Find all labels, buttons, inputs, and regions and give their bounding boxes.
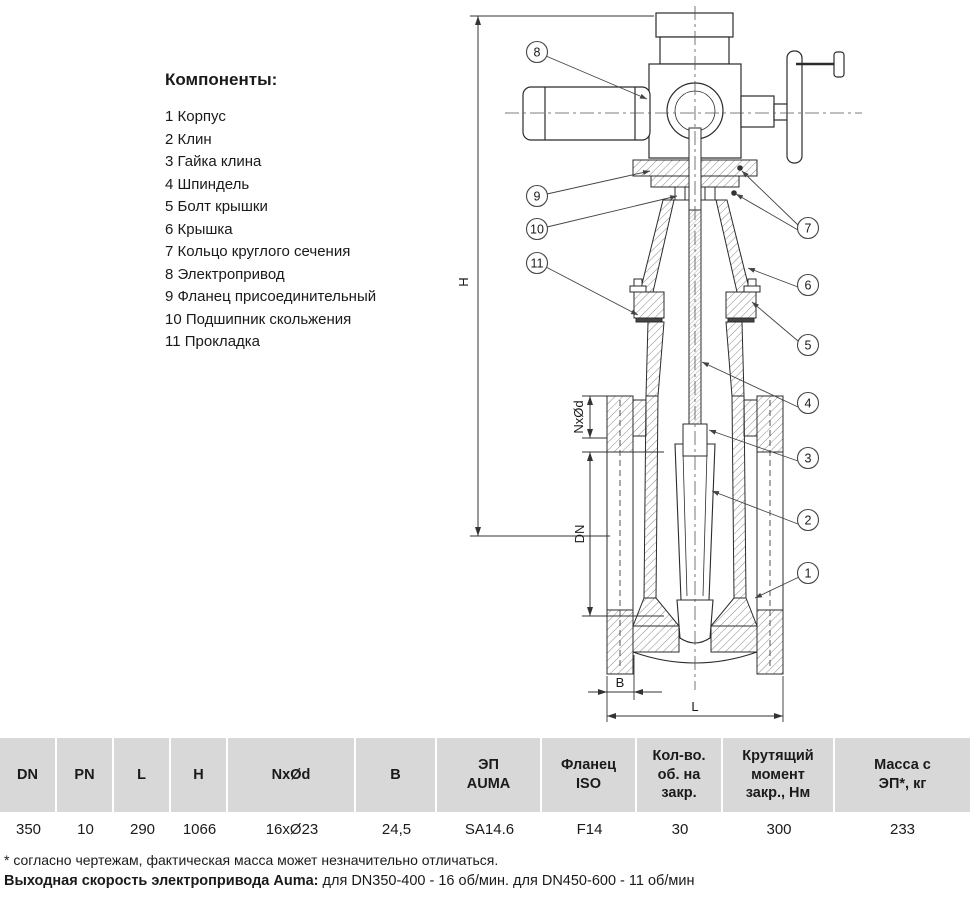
header-cell-mass: Масса с ЭП*, кг — [835, 738, 970, 812]
value-cell-nxod: 16хØ23 — [265, 820, 319, 838]
callout-9: 9 — [525, 184, 549, 208]
callout-7: 7 — [796, 216, 820, 240]
callout-11-num: 11 — [531, 257, 544, 271]
header-cell-dn: DN — [0, 738, 57, 812]
component-item: 10 Подшипник скольжения — [165, 310, 352, 328]
handwheel-icon — [786, 50, 845, 164]
footnote-speed: Выходная скорость электропривода Auma: д… — [4, 873, 694, 889]
component-item: 9 Фланец присоединительный — [165, 288, 377, 305]
value-cell-flange: F14 — [576, 820, 603, 838]
value-cell-b: 24,5 — [381, 820, 412, 838]
callout-leaders — [545, 55, 800, 599]
header-cell-pn: PN — [57, 738, 114, 812]
dim-l-label: L — [691, 699, 698, 714]
dim-h-label: H — [456, 277, 471, 286]
callout-8-num: 8 — [534, 46, 541, 60]
dimension-h: H — [456, 15, 654, 537]
wedge — [674, 443, 716, 644]
callout-5: 5 — [796, 333, 820, 357]
header-cell-h: H — [171, 738, 228, 812]
header-cell-torque: Крутящий момент закр., Нм — [723, 738, 835, 812]
callout-8: 8 — [525, 40, 549, 64]
callout-5-num: 5 — [805, 339, 812, 353]
header-cell-b: B — [356, 738, 437, 812]
callout-9-num: 9 — [534, 190, 541, 204]
callout-4-num: 4 — [805, 397, 812, 411]
callout-1-num: 1 — [805, 567, 812, 581]
o-rings — [731, 165, 743, 196]
callout-11: 11 — [525, 251, 549, 275]
value-cell-h: 1066 — [182, 820, 217, 838]
callout-3: 3 — [796, 446, 820, 470]
header-cell-flange: Фланец ISO — [542, 738, 637, 812]
value-cell-dn: 350 — [15, 820, 42, 838]
value-cell-turns: 30 — [671, 820, 689, 838]
component-item: 11 Прокладка — [165, 333, 261, 350]
valve-body — [606, 395, 784, 675]
dimension-nxod: NxØd — [571, 395, 607, 439]
dim-nxod-label: NxØd — [571, 400, 586, 433]
callout-balloons: 8 9 10 11 7 6 5 4 3 2 1 — [525, 40, 820, 585]
spec-table: DN PN L H NxØd B ЭП AUMA Фланец ISO Кол-… — [0, 738, 970, 846]
value-cell-torque: 300 — [766, 820, 792, 838]
component-item: 7 Кольцо круглого сечения — [165, 243, 351, 260]
value-cell-ep-auma: SA14.6 — [464, 820, 515, 838]
callout-1: 1 — [796, 561, 820, 585]
callout-7-num: 7 — [805, 222, 812, 236]
callout-2: 2 — [796, 508, 820, 532]
component-item: 6 Крышка — [165, 220, 233, 238]
component-item: 5 Болт крышки — [165, 198, 268, 215]
footnote-speed-rest: для DN350-400 - 16 об/мин. для DN450-600… — [318, 873, 695, 889]
callout-2-num: 2 — [805, 514, 812, 528]
dimension-dn: DN — [572, 451, 664, 617]
value-cell-mass: 233 — [889, 820, 916, 838]
callout-4: 4 — [796, 391, 820, 415]
footnote-speed-lead: Выходная скорость электропривода Auma: — [4, 873, 319, 889]
callout-10-num: 10 — [530, 223, 544, 237]
header-cell-ep-auma: ЭП AUMA — [437, 738, 542, 812]
header-cell-turns: Кол-во. об. на закр. — [637, 738, 723, 812]
callout-6-num: 6 — [805, 279, 812, 293]
components-title: Компоненты: — [165, 70, 278, 89]
dimension-l: L — [607, 676, 784, 722]
value-cell-l: 290 — [129, 820, 156, 838]
value-cell-pn: 10 — [77, 820, 94, 838]
component-item: 2 Клин — [165, 130, 212, 148]
electric-actuator — [522, 12, 790, 159]
bonnet — [629, 199, 761, 397]
centerlines — [505, 6, 862, 690]
dim-dn-label: DN — [572, 525, 587, 544]
component-item: 8 Электропривод — [165, 265, 285, 283]
component-item: 3 Гайка клина — [165, 153, 262, 170]
callout-3-num: 3 — [805, 452, 812, 466]
spec-table-value-row: 350 10 290 1066 16хØ23 24,5 SA14.6 F14 3… — [0, 812, 970, 846]
header-cell-nxod: NxØd — [228, 738, 356, 812]
callout-6: 6 — [796, 273, 820, 297]
valve-technical-drawing: H DN NxØd B L — [456, 6, 862, 722]
footnote-mass: * согласно чертежам, фактическая масса м… — [4, 852, 499, 868]
dim-b-label: B — [616, 675, 625, 690]
component-item: 4 Шпиндель — [165, 175, 250, 193]
components-list: Компоненты: 1 Корпус 2 Клин 3 Гайка клин… — [165, 70, 465, 354]
callout-10: 10 — [525, 217, 549, 241]
header-cell-l: L — [114, 738, 171, 812]
spec-table-header-row: DN PN L H NxØd B ЭП AUMA Фланец ISO Кол-… — [0, 738, 970, 812]
component-item: 1 Корпус — [165, 108, 226, 125]
